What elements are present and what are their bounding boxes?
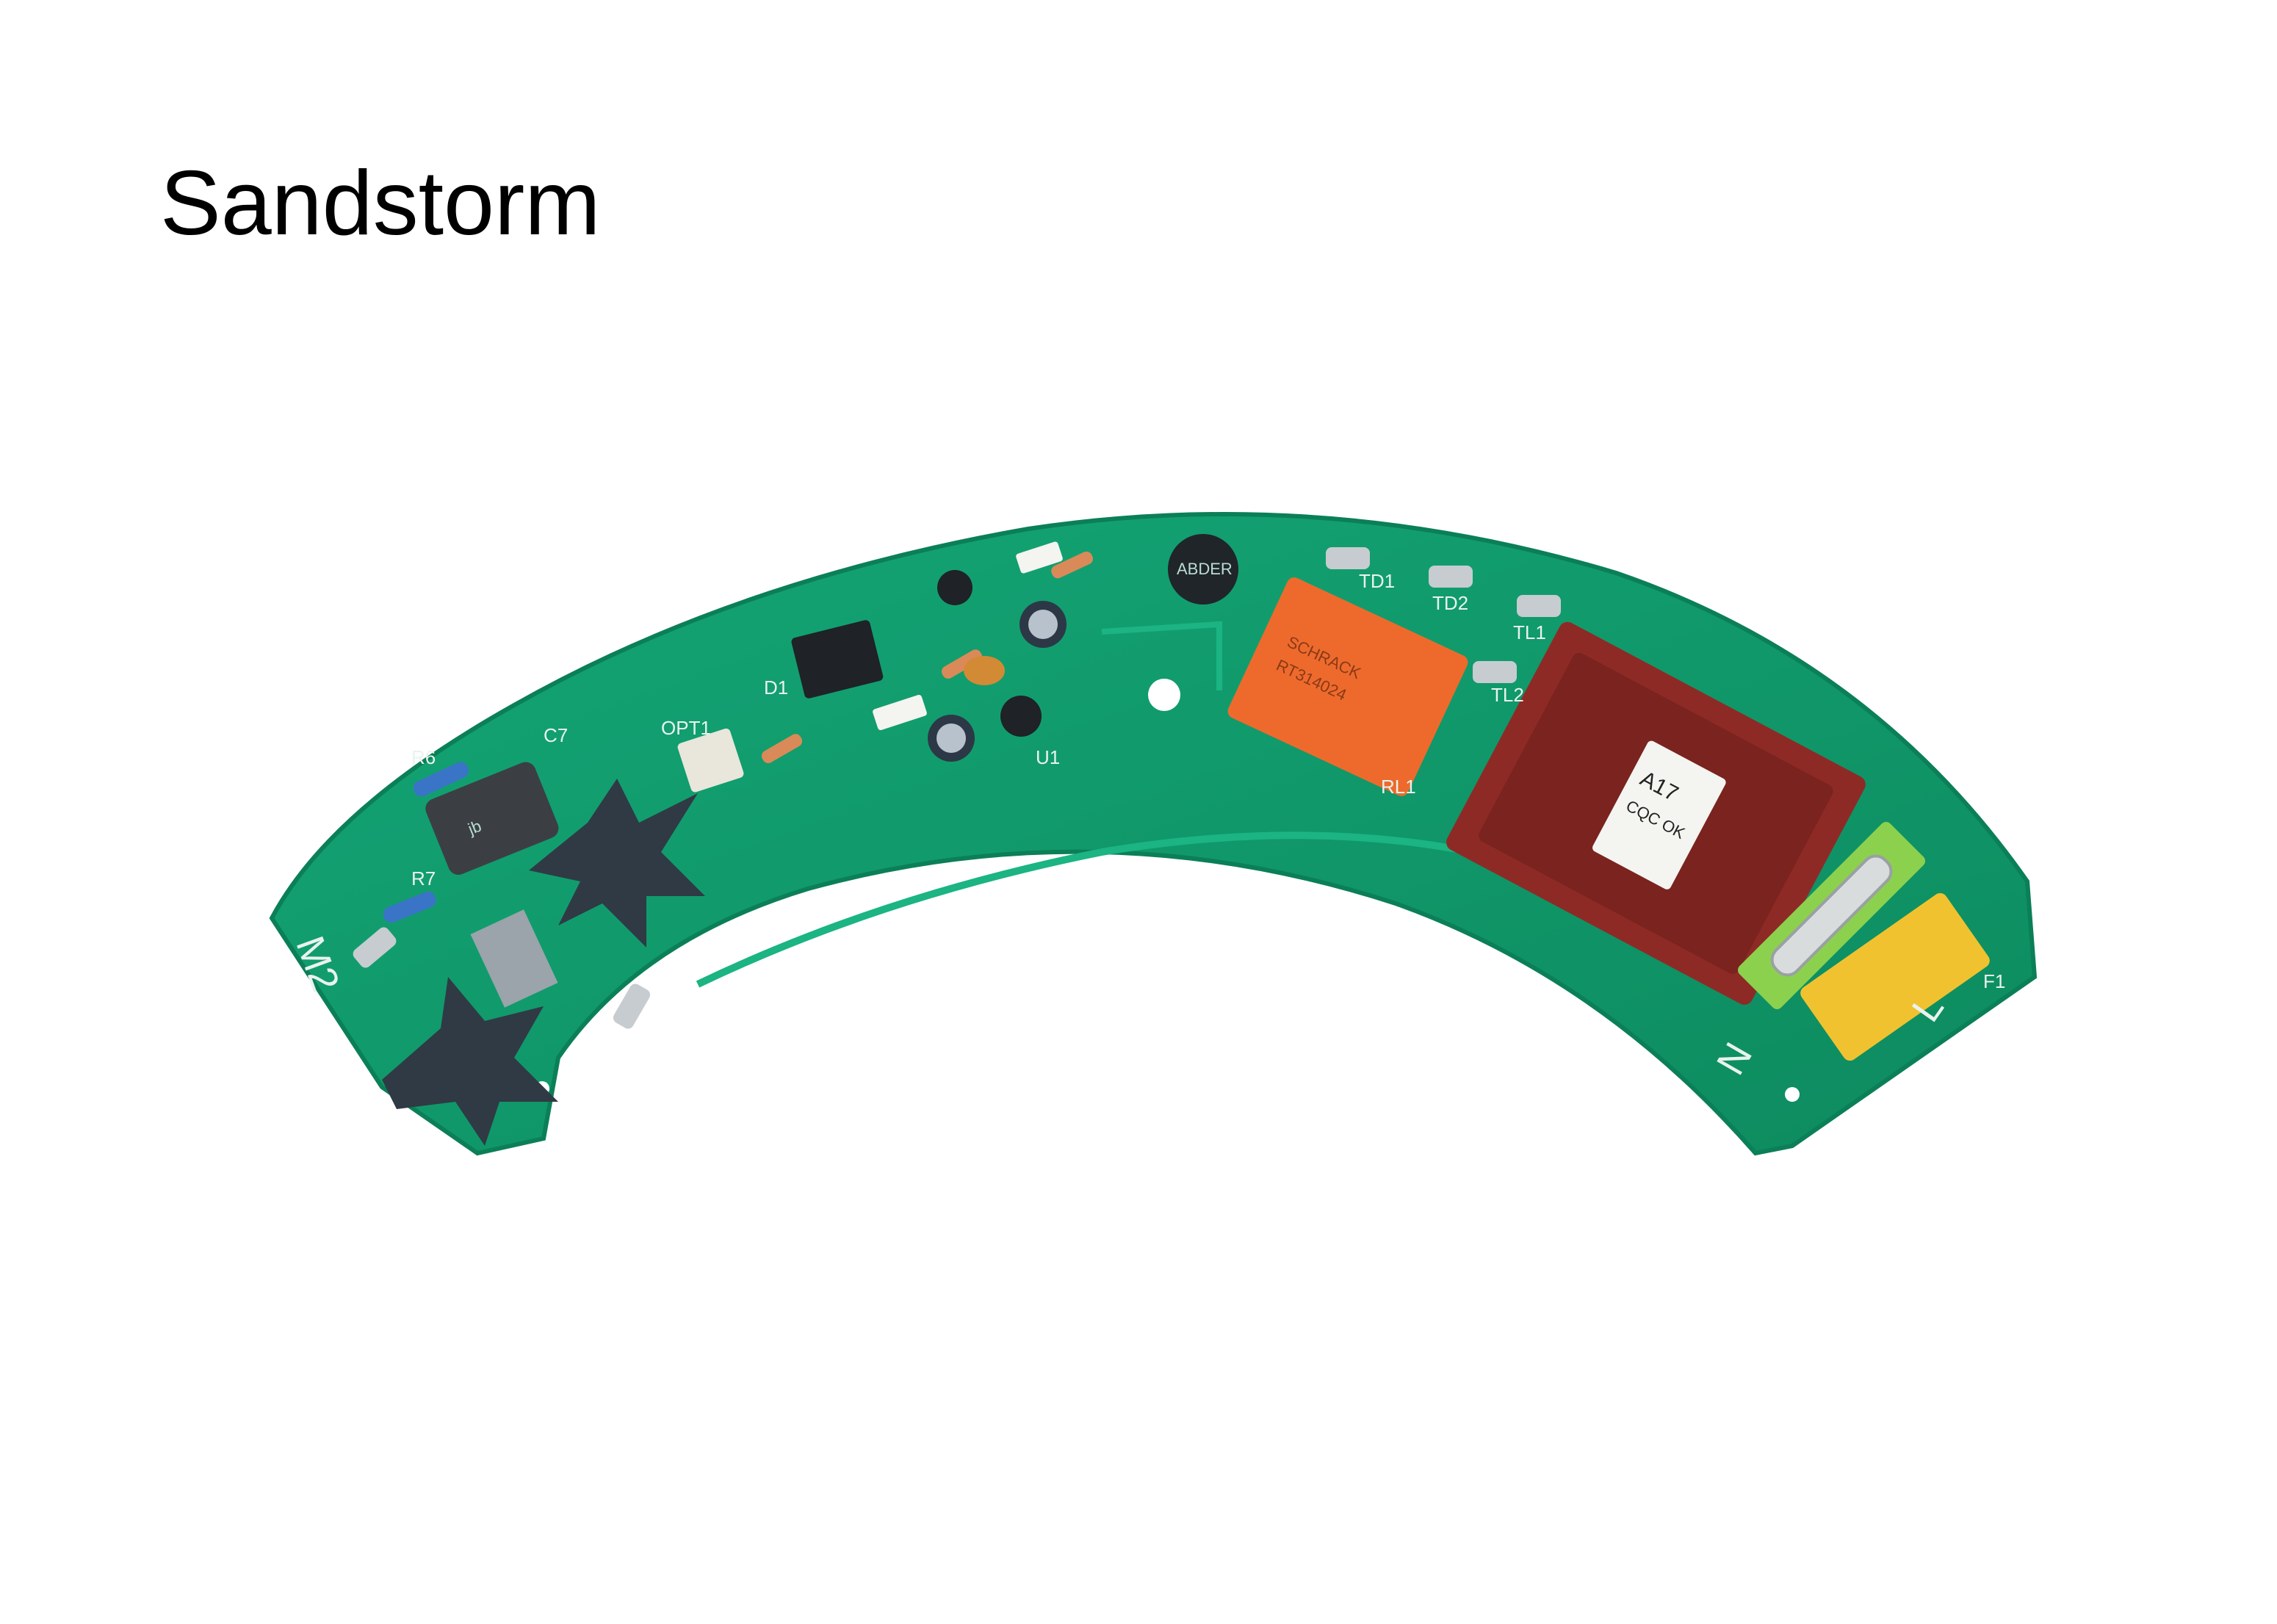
silk-fuse: F1 <box>1983 970 2005 992</box>
silk-relay: RL1 <box>1381 776 1416 798</box>
silk-cap: C7 <box>544 724 568 746</box>
heatsink-lower <box>382 977 558 1146</box>
relay: SCHRACK RT314024 <box>1227 577 1468 796</box>
smd-resistor <box>873 694 927 731</box>
silk-terminal-a: TD1 <box>1359 570 1395 592</box>
resistor-brown-3 <box>941 649 983 679</box>
transistor-1 <box>937 570 972 605</box>
caption: Sandstorm <box>160 153 601 254</box>
silk-terminal-d: TL2 <box>1491 684 1524 706</box>
silk-resistor-a: R6 <box>411 746 436 768</box>
spade-terminal-6 <box>613 984 651 1029</box>
mounting-hole-small-2 <box>1785 1087 1800 1102</box>
mounting-hole <box>1148 679 1180 711</box>
spade-terminal-5 <box>353 927 397 968</box>
electrolytic-cap-1 <box>1020 601 1067 648</box>
resistor-brown <box>761 734 803 763</box>
x-capacitor <box>1800 892 1990 1061</box>
silk-ic: U1 <box>1036 746 1060 768</box>
ceramic-cap <box>964 656 1005 685</box>
trace <box>1101 621 1222 690</box>
spade-terminal-2 <box>1429 566 1473 588</box>
resistor-r7 <box>383 891 436 923</box>
resistor-brown-2 <box>1051 551 1093 579</box>
smd-resistor-2 <box>1016 541 1063 574</box>
trace <box>696 831 1507 988</box>
spade-terminal-4 <box>1473 661 1517 683</box>
silk-diode: D1 <box>764 676 788 699</box>
transistor-2 <box>1000 696 1042 737</box>
transformer: A17 CQC OK <box>1446 621 1866 1005</box>
fuse-holder <box>1738 821 1926 1009</box>
film-capacitor: jb <box>425 762 559 875</box>
electrolytic-cap-2 <box>928 715 975 762</box>
silk-terminal-c: TD2 <box>1432 592 1468 614</box>
heatsink-upper <box>529 779 705 948</box>
optocoupler <box>677 728 744 793</box>
spade-terminal-3 <box>1517 595 1561 617</box>
spade-terminal-1 <box>1326 547 1370 569</box>
buzzer-text: ABDER <box>1177 560 1233 578</box>
resistor-r6 <box>413 762 469 797</box>
silk-opto: OPT1 <box>661 717 711 739</box>
silk-terminal-b: TL1 <box>1513 621 1546 643</box>
triac <box>470 909 558 1008</box>
buzzer: ABDER <box>1168 534 1238 605</box>
silk-resistor-b: R7 <box>411 867 436 889</box>
ic-8pin <box>791 620 884 699</box>
